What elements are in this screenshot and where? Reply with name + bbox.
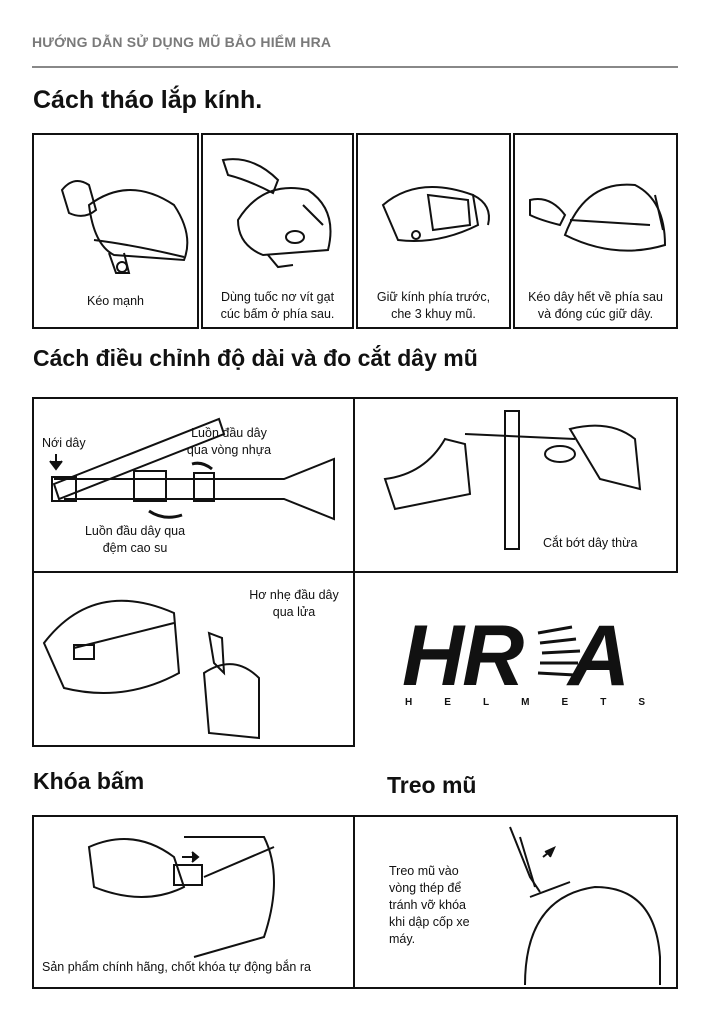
section-title-buckle: Khóa bấm xyxy=(33,768,145,794)
logo-letter: E xyxy=(561,697,569,708)
visor-step-3-caption-line-1: Giữ kính phía trước, xyxy=(376,290,491,304)
visor-step-2-caption-line-1: Dùng tuốc nơ vít gạt xyxy=(220,290,335,304)
logo-letter: M xyxy=(521,697,530,708)
hang-caption-line-4: khi dập cốp xe xyxy=(389,914,470,929)
logo-word-a: A xyxy=(566,608,630,695)
document-header: HƯỚNG DẪN SỬ DỤNG MŨ BẢO HIỂM HRA xyxy=(32,34,332,50)
visor-step-1-panel: Kéo mạnh xyxy=(32,133,199,329)
section-title-visor: Cách tháo lắp kính. xyxy=(33,86,263,114)
label-loosen: Nới dây xyxy=(42,436,86,450)
visor-hold-illustration xyxy=(381,186,490,242)
logo-letter: T xyxy=(600,697,607,708)
visor-step-4-caption-line-1: Kéo dây hết về phía sau xyxy=(528,290,663,304)
visor-step-3-caption-line-2: che 3 khuy mũ. xyxy=(391,306,476,321)
strap-adjust-panel: Nới dây Luồn đầu dây qua vòng nhựa Luồn … xyxy=(32,397,355,573)
visor-step-4-panel: Kéo dây hết về phía sau và đóng cúc giữ … xyxy=(513,133,678,329)
visor-step-4-caption-line-2: và đóng cúc giữ dây. xyxy=(537,306,654,321)
section-title-strap: Cách điều chỉnh độ dài và đo cắt dây mũ xyxy=(33,345,478,371)
label-heat-line-1: Hơ nhẹ đầu dây xyxy=(249,588,339,602)
label-thread-plastic-line-2: qua vòng nhựa xyxy=(186,442,272,457)
hang-caption-line-1: Treo mũ vào xyxy=(389,864,459,878)
label-thread-rubber-line-1: Luồn đầu dây qua xyxy=(84,524,186,538)
hra-logo: HR A xyxy=(400,605,650,720)
logo-speed-lines xyxy=(537,625,581,677)
logo-letter: S xyxy=(638,697,645,708)
strap-cut-panel: Cắt bớt dây thừa xyxy=(353,397,678,573)
lighter-heat-illustration xyxy=(42,599,260,740)
hang-caption-line-2: vòng thép để xyxy=(389,880,462,895)
screwdriver-illustration xyxy=(221,158,332,269)
logo-letter: L xyxy=(482,697,490,708)
hang-panel: Treo mũ vào vòng thép để tránh vỡ khóa k… xyxy=(353,815,678,989)
buckle-press-illustration xyxy=(87,836,275,958)
helmet-pull-illustration xyxy=(60,180,189,274)
visor-step-3-panel: Giữ kính phía trước, che 3 khuy mũ. xyxy=(356,133,511,329)
logo-letter: E xyxy=(444,697,451,708)
buckle-panel: Sản phẩm chính hãng, chốt khóa tự động b… xyxy=(32,815,355,989)
hang-caption-line-5: máy. xyxy=(389,931,416,946)
logo-helmets-text: H E L M E T S xyxy=(405,697,645,708)
label-heat-line-2: qua lửa xyxy=(272,604,316,619)
logo-letter: H xyxy=(405,697,413,708)
strap-heat-panel: Hơ nhẹ đầu dây qua lửa xyxy=(32,571,355,747)
label-thread-plastic-line-1: Luồn đầu dây xyxy=(191,426,267,440)
visor-step-2-panel: Dùng tuốc nơ vít gạt cúc bấm ở phía sau. xyxy=(201,133,354,329)
logo-word-hr: HR xyxy=(402,608,524,695)
buckle-caption: Sản phẩm chính hãng, chốt khóa tự động b… xyxy=(42,960,311,974)
label-cut: Cắt bớt dây thừa xyxy=(543,536,638,550)
section-title-hang: Treo mũ xyxy=(387,772,477,798)
header-divider xyxy=(32,66,678,68)
hang-caption-line-3: tránh vỡ khóa xyxy=(389,897,466,912)
visor-step-2-caption-line-2: cúc bấm ở phía sau. xyxy=(220,306,335,321)
helmet-hanging-illustration xyxy=(509,826,661,986)
strap-pull-illustration xyxy=(529,183,667,252)
visor-step-1-caption: Kéo mạnh xyxy=(87,294,144,308)
strap-adjust-illustration xyxy=(49,417,335,521)
label-thread-rubber-line-2: đệm cao su xyxy=(102,540,168,555)
scissors-cut-illustration xyxy=(383,410,642,550)
